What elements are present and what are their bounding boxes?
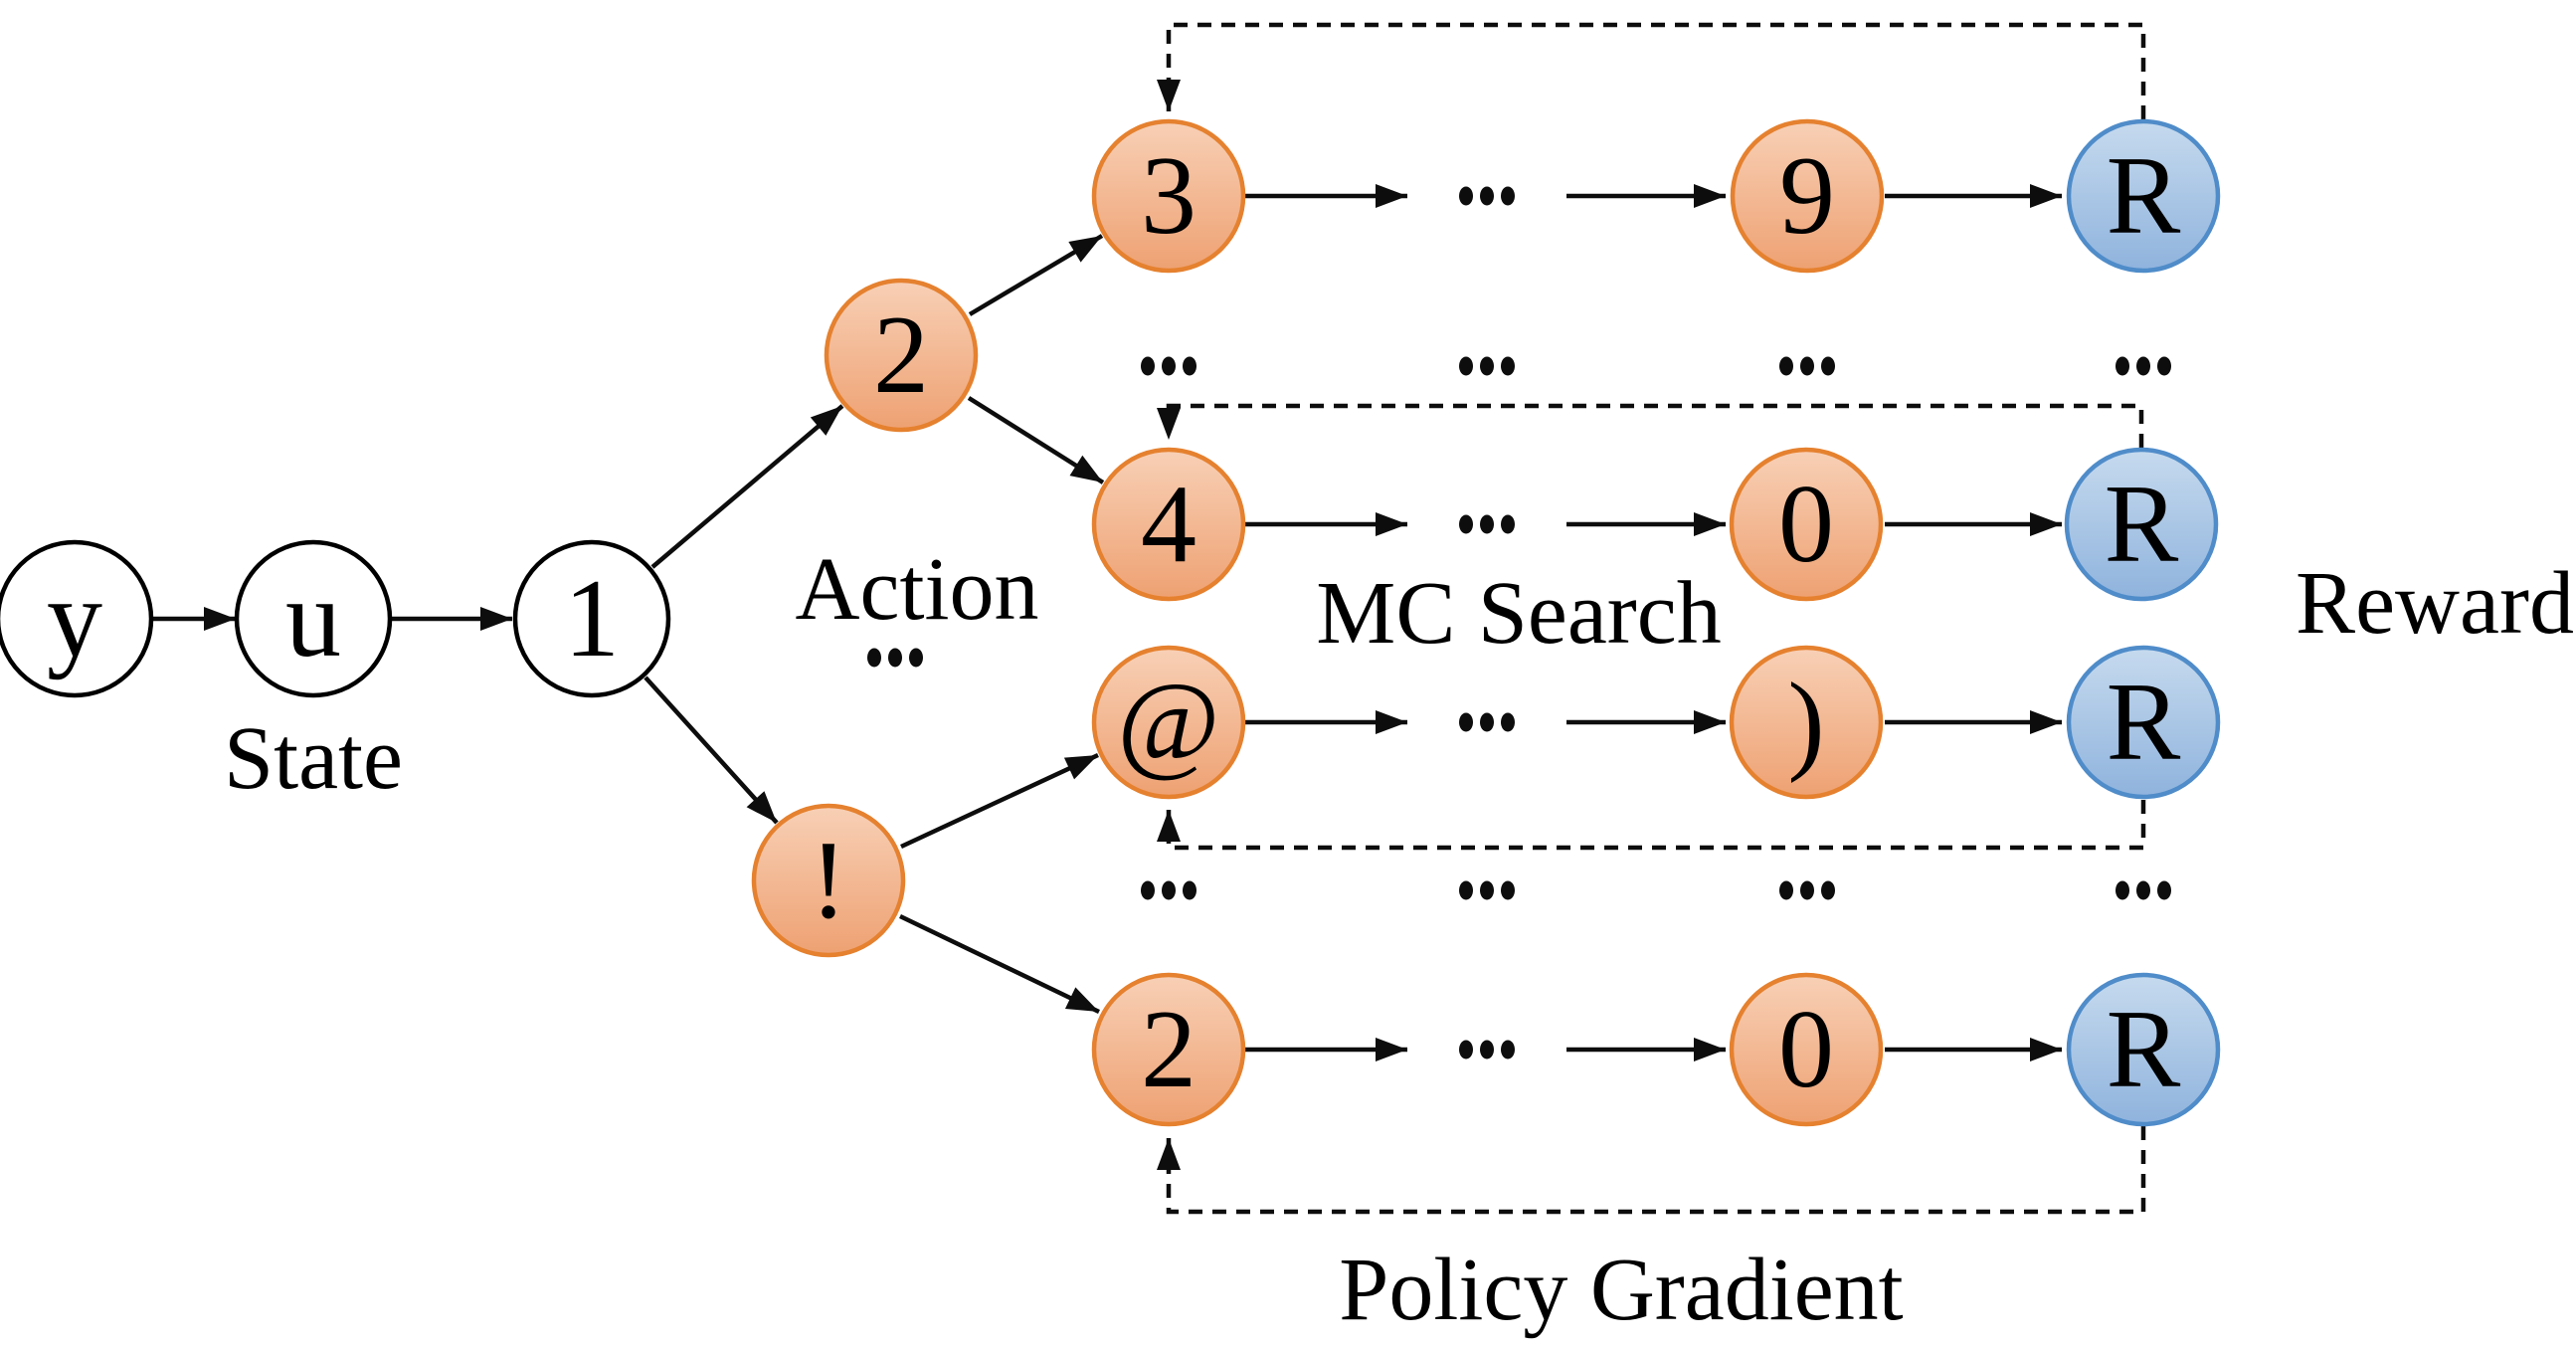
feedback-dashed-arrow xyxy=(1157,1126,2146,1215)
ellipsis-dots xyxy=(867,648,923,668)
ellipsis-dots xyxy=(1459,514,1515,534)
node-label-r4: R xyxy=(2107,988,2181,1111)
node-label-y: y xyxy=(47,557,102,680)
node-label-a2: 2 xyxy=(873,293,929,417)
node-label-r2: R xyxy=(2105,463,2179,586)
ellipsis-dots xyxy=(1459,186,1515,206)
mc-search-label: MC Search xyxy=(1316,564,1722,663)
ellipsis-dots xyxy=(2116,880,2171,900)
node-m4: 4 xyxy=(1091,447,1246,602)
node-s1: 1 xyxy=(512,539,671,698)
node-r1: R xyxy=(2066,118,2221,274)
ellipsis-dots xyxy=(1141,880,1196,900)
ellipsis-dots xyxy=(1459,1040,1515,1060)
ellipsis-dots xyxy=(1141,356,1196,376)
ellipsis-dots xyxy=(1459,880,1515,900)
feedback-dashed-arrow xyxy=(1157,403,2144,448)
node-label-mat: @ xyxy=(1117,661,1219,784)
node-label-r3: R xyxy=(2107,661,2181,784)
reward-label: Reward xyxy=(2296,554,2574,653)
transition-arrow xyxy=(900,752,1099,850)
node-r2: R xyxy=(2064,447,2219,602)
transition-arrow xyxy=(650,404,844,569)
node-u: u xyxy=(234,539,393,698)
node-label-m2b: 2 xyxy=(1141,988,1196,1111)
node-mat: @ xyxy=(1091,645,1246,800)
node-label-mparen: ) xyxy=(1787,661,1824,784)
node-m9: 9 xyxy=(1730,118,1885,274)
node-label-m0b: 0 xyxy=(1778,988,1834,1111)
node-m2b: 2 xyxy=(1091,972,1246,1127)
node-r3: R xyxy=(2066,645,2221,800)
ellipsis-dots xyxy=(1779,356,1835,376)
node-label-u: u xyxy=(285,557,341,680)
feedback-dashed-arrow xyxy=(1157,800,2146,851)
transition-arrow xyxy=(899,913,1100,1015)
node-label-s1: 1 xyxy=(564,557,620,680)
node-label-m9: 9 xyxy=(1779,134,1835,258)
node-label-m3: 3 xyxy=(1141,134,1196,258)
policy-gradient-label: Policy Gradient xyxy=(1339,1241,1904,1339)
node-m0a: 0 xyxy=(1729,447,1884,602)
transition-arrow xyxy=(968,234,1104,316)
node-mparen: ) xyxy=(1729,645,1884,800)
ellipsis-dots xyxy=(1779,880,1835,900)
feedback-dashed-arrow xyxy=(1157,22,2146,119)
transition-arrow xyxy=(644,675,779,825)
node-label-r1: R xyxy=(2107,134,2181,258)
node-m0b: 0 xyxy=(1729,972,1884,1127)
node-label-m4: 4 xyxy=(1141,463,1196,586)
node-label-aexcl: ! xyxy=(810,819,846,942)
node-y: y xyxy=(0,539,154,698)
transition-arrow xyxy=(967,396,1105,484)
ellipsis-dots xyxy=(1459,356,1515,376)
ellipsis-dots xyxy=(1459,712,1515,732)
node-r4: R xyxy=(2066,972,2221,1127)
action-label: Action xyxy=(795,540,1039,639)
ellipsis-dots xyxy=(2116,356,2171,376)
state-label: State xyxy=(224,709,403,808)
node-m3: 3 xyxy=(1091,118,1246,274)
node-a2: 2 xyxy=(824,278,979,433)
node-aexcl: ! xyxy=(751,803,906,958)
node-label-m0a: 0 xyxy=(1778,463,1834,586)
